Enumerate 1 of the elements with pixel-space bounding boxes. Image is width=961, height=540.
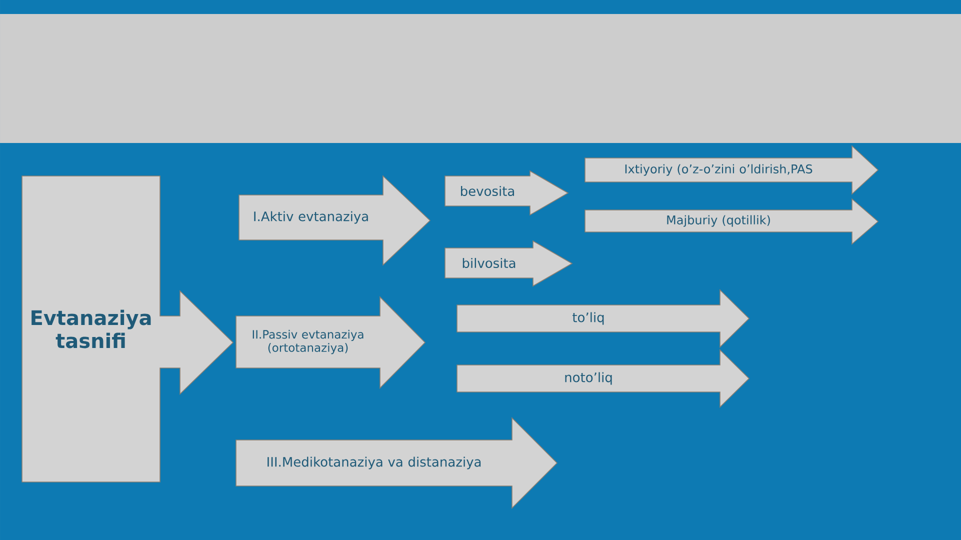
callout-box: Evtanaziya tasnifi xyxy=(22,176,234,482)
